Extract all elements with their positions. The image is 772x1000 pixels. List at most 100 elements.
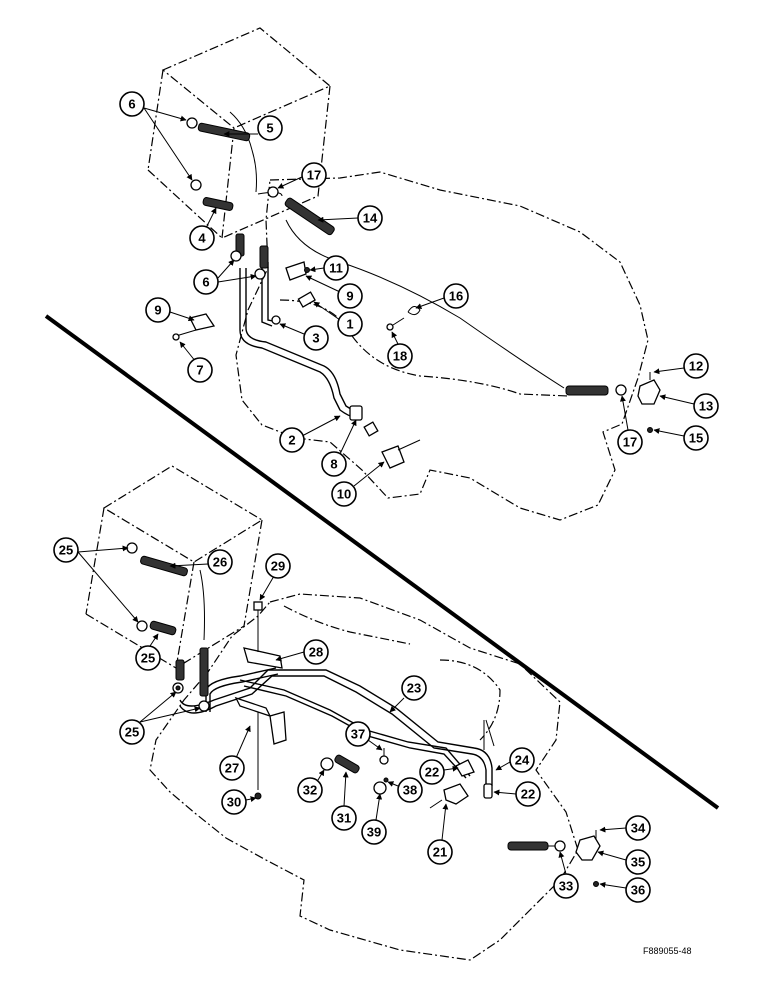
upper-fuel-line <box>229 111 565 419</box>
callout-label: 1 <box>346 317 353 332</box>
callout-label: 9 <box>154 303 161 318</box>
callout-label: 34 <box>631 821 646 836</box>
callout-label: 7 <box>196 363 203 378</box>
upper-hose-5 <box>197 122 251 142</box>
callout-label: 27 <box>225 761 239 776</box>
upper-callout-11: 11 <box>309 255 349 281</box>
upper-callout-6b: 6 <box>193 259 257 295</box>
upper-callout-7: 10 <box>331 461 385 507</box>
callout-label: 10 <box>337 487 351 502</box>
upper-callout-12: 12 <box>653 353 709 379</box>
callout-label: 22 <box>521 787 535 802</box>
lower-callout-23: 23 <box>389 675 427 713</box>
upper-callout-1: 1 <box>313 301 363 337</box>
callout-label: 28 <box>309 645 323 660</box>
lower-hose-26 <box>149 620 177 636</box>
upper-hose-right <box>565 385 609 396</box>
callout-label: 8 <box>330 457 337 472</box>
callout-label: 2 <box>288 433 295 448</box>
lower-callout-22a: 22 <box>419 759 459 785</box>
callout-label: 25 <box>125 725 139 740</box>
upper-fittings <box>172 117 661 469</box>
upper-callout-8: 8 <box>321 419 357 477</box>
callout-label: 12 <box>689 359 703 374</box>
callout-label: 9 <box>346 289 353 304</box>
lower-callout-24: 24 <box>495 747 535 773</box>
lower-callout-36b: 33 <box>553 851 579 899</box>
lower-view: 25 26 29 25 28 23 25 37 <box>53 465 651 961</box>
callout-label: 14 <box>363 211 378 226</box>
callout-label: 32 <box>303 783 317 798</box>
upper-view: 6 5 17 14 4 6 11 9 <box>119 27 719 521</box>
callout-label: 3 <box>312 331 319 346</box>
lower-hose-right <box>507 841 549 851</box>
lower-callout-31: 30 <box>221 789 257 815</box>
upper-callout-2: 2 <box>279 415 341 453</box>
lower-callout-39: 39 <box>361 793 387 845</box>
callout-label: 31 <box>337 811 351 826</box>
upper-callout-5: 5 <box>223 115 283 141</box>
lower-callout-38: 38 <box>387 777 423 803</box>
callout-label: 30 <box>227 795 241 810</box>
upper-callout-14: 15 <box>653 425 709 451</box>
callout-label: 23 <box>407 681 421 696</box>
callout-label: 15 <box>689 431 703 446</box>
callout-label: 25 <box>59 543 73 558</box>
upper-callout-3: 3 <box>279 323 329 351</box>
upper-hose-mid <box>259 245 269 269</box>
callout-label: 21 <box>433 845 447 860</box>
lower-callout-25b: 25 <box>119 691 201 745</box>
callout-label: 24 <box>515 753 530 768</box>
upper-callout-15: 16 <box>415 283 469 310</box>
upper-callout-16: 14 <box>317 205 383 231</box>
lower-callout-32: 34 <box>599 815 651 841</box>
lower-callout-21: 21 <box>427 803 453 865</box>
callout-label: 11 <box>329 261 343 276</box>
callout-label: 37 <box>351 727 365 742</box>
upper-callout-9a: 9 <box>305 275 363 309</box>
figure-id: F889055-48 <box>643 946 692 956</box>
upper-callout-13: 13 <box>659 393 719 419</box>
callout-label: 33 <box>559 879 573 894</box>
callout-label: 35 <box>631 855 645 870</box>
callout-label: 26 <box>213 555 227 570</box>
callout-label: 25 <box>141 651 155 666</box>
callout-label: 18 <box>393 349 407 364</box>
upper-callout-4: 4 <box>189 207 217 251</box>
upper-callout-17a: 17 <box>277 162 327 189</box>
upper-callout-9b: 9 <box>145 297 195 323</box>
lower-callout-27: 26 <box>169 549 233 575</box>
lower-callout-36a: 32 <box>297 769 325 803</box>
callout-label: 5 <box>266 121 273 136</box>
upper-hose-16 <box>284 197 335 236</box>
upper-callout-18: 18 <box>387 331 413 369</box>
callout-label: 29 <box>271 559 285 574</box>
lower-callout-30: 29 <box>259 553 291 601</box>
upper-callout-10: 7 <box>179 341 213 383</box>
lower-callout-22b: 22 <box>493 781 541 807</box>
lower-fittings <box>126 542 601 887</box>
callout-label: 36 <box>631 883 645 898</box>
callout-label: 17 <box>623 435 637 450</box>
lower-engine-outline <box>149 593 579 961</box>
lower-callout-33: 35 <box>597 849 651 875</box>
upper-tank-outline <box>147 27 332 239</box>
callout-label: 6 <box>128 97 135 112</box>
callout-label: 17 <box>307 168 321 183</box>
upper-engine-outline <box>235 171 649 521</box>
lower-hose-27 <box>140 555 188 577</box>
view-separator-line <box>44 314 720 810</box>
lower-hose-left <box>175 659 185 681</box>
callout-label: 16 <box>449 289 463 304</box>
upper-callout-6a: 6 <box>119 91 193 181</box>
callout-label: 4 <box>198 231 206 246</box>
callout-label: 39 <box>367 825 381 840</box>
lower-tank-outline <box>85 465 264 669</box>
callout-label: 22 <box>425 765 439 780</box>
callout-label: 6 <box>202 275 209 290</box>
upper-callout-17b: 17 <box>617 395 643 455</box>
lower-hose-vertical <box>199 647 209 697</box>
lower-callout-26: 25 <box>135 633 161 671</box>
lower-callout-34: 36 <box>599 877 651 903</box>
